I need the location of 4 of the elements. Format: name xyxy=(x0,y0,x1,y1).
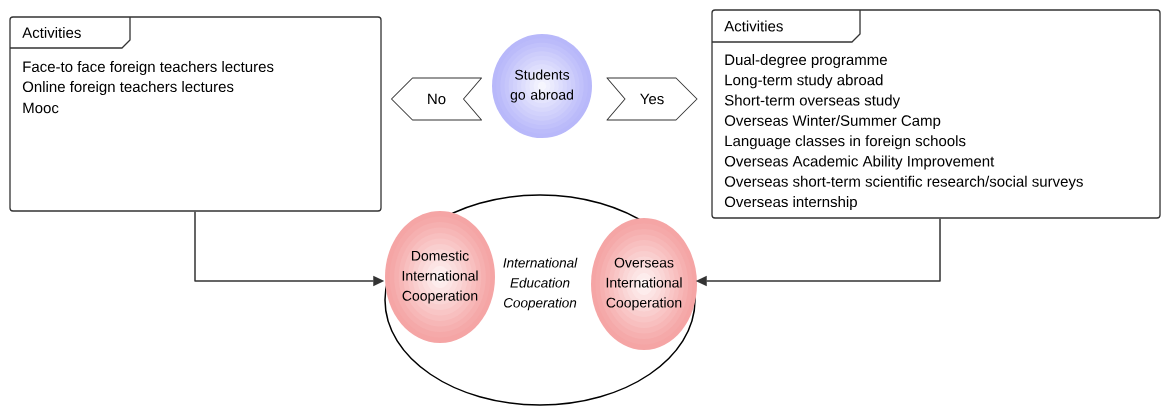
chevron-arrow xyxy=(606,77,698,121)
chevron-arrow xyxy=(391,77,482,121)
activity-box: Activities Face-to face foreign teachers lectures Online foreign teachers lectures Mooc xyxy=(9,16,382,212)
activity-box: Activities Dual-degree programme Long-term study abroad Short-term overseas study Overseas Winter/Summer Camp Language classes in foreign schools Overseas Academic Ability Improvement Overseas short-term scientific research/social surveys Overseas internship xyxy=(711,9,1161,219)
